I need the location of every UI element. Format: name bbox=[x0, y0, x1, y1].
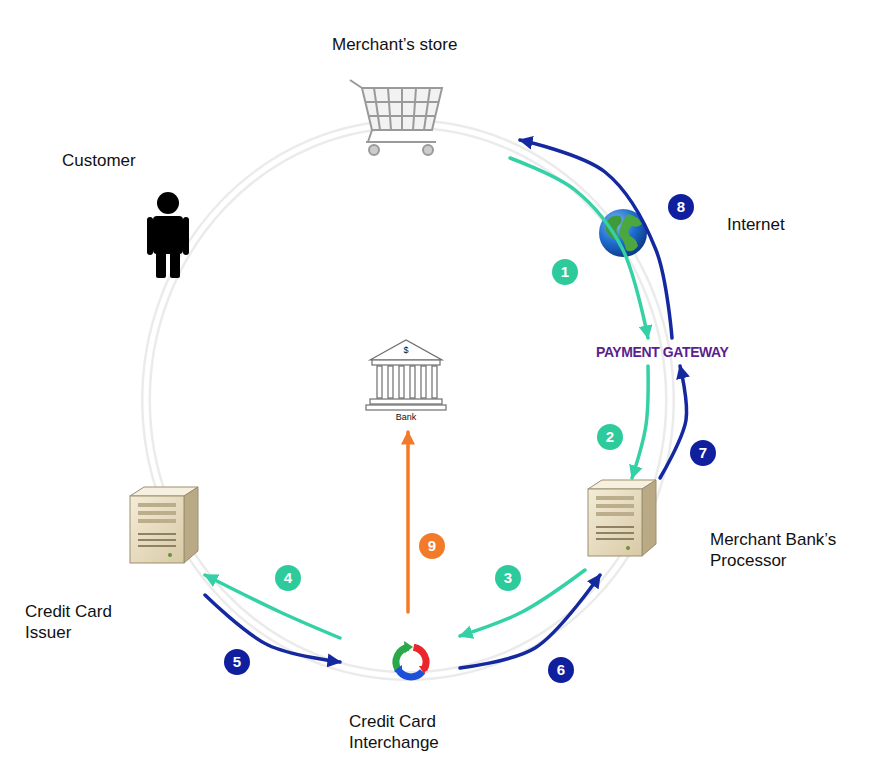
bank-step bbox=[370, 399, 442, 404]
globe-land bbox=[620, 214, 642, 251]
step-number: 9 bbox=[419, 533, 445, 559]
bank-step bbox=[366, 405, 446, 410]
bank-column bbox=[388, 366, 393, 398]
person-icon bbox=[147, 192, 189, 278]
gateway-node: PAYMENT GATEWAY bbox=[592, 338, 742, 366]
node-label: PAYMENT GATEWAY bbox=[596, 343, 742, 361]
interchange-icon bbox=[394, 641, 429, 677]
bank-column bbox=[377, 366, 382, 398]
node-label: Bank bbox=[386, 412, 426, 423]
cart-frame bbox=[366, 141, 436, 143]
bank-column bbox=[399, 366, 404, 398]
person-arm bbox=[147, 217, 153, 255]
cart-wheel bbox=[423, 145, 433, 155]
step-number: 5 bbox=[224, 649, 250, 675]
ring-track bbox=[146, 124, 670, 676]
flow-arrow bbox=[406, 432, 410, 612]
bank-beam bbox=[372, 360, 440, 365]
bank-node: $ Bank bbox=[365, 338, 447, 432]
bank-column bbox=[410, 366, 415, 398]
issuer-node: Credit Card Issuer bbox=[20, 480, 205, 645]
cart-basket bbox=[362, 88, 442, 130]
cycle-arc bbox=[400, 672, 423, 677]
cart-handle bbox=[350, 80, 362, 88]
server-icon bbox=[130, 487, 198, 563]
cycle-head bbox=[394, 665, 402, 677]
cycle-head bbox=[404, 641, 413, 653]
cart-frame bbox=[368, 130, 372, 142]
cart-wheel bbox=[369, 145, 379, 155]
globe-icon bbox=[599, 209, 647, 257]
step-number: 3 bbox=[495, 565, 521, 591]
cart-mesh bbox=[388, 88, 391, 130]
cycle-head bbox=[419, 666, 429, 674]
person-body bbox=[153, 216, 183, 254]
person-head bbox=[157, 192, 179, 214]
node-label: Internet bbox=[727, 214, 809, 235]
step-number: 4 bbox=[275, 565, 301, 591]
step-number: 8 bbox=[668, 194, 694, 220]
step-number: 2 bbox=[597, 424, 623, 450]
bank-icon bbox=[366, 340, 446, 410]
node-label: Credit Card Interchange bbox=[349, 711, 457, 753]
node-label: $ bbox=[399, 345, 413, 355]
person-arm bbox=[183, 217, 189, 255]
step-number: 7 bbox=[690, 440, 716, 466]
node-label: Customer bbox=[62, 150, 187, 171]
flow-arrow bbox=[460, 570, 585, 636]
flow-arrow bbox=[660, 366, 687, 478]
bank-column bbox=[421, 366, 426, 398]
cart-mesh bbox=[374, 88, 380, 130]
cart-icon bbox=[350, 80, 442, 155]
cart-mesh bbox=[368, 115, 436, 117]
store-node: Merchant’s store bbox=[325, 33, 520, 158]
step-number: 1 bbox=[552, 259, 578, 285]
bank-roof bbox=[370, 340, 442, 360]
flow-arrow bbox=[520, 140, 672, 338]
person-leg bbox=[170, 252, 180, 278]
globe-land bbox=[606, 216, 622, 240]
node-label: Merchant’s store bbox=[332, 34, 517, 55]
cart-mesh bbox=[424, 88, 430, 130]
interchange-node: Credit Card Interchange bbox=[340, 612, 460, 755]
bank-column bbox=[432, 366, 437, 398]
flow-arrow bbox=[632, 366, 648, 478]
person-leg bbox=[156, 252, 166, 278]
cart-mesh bbox=[401, 88, 403, 130]
cart-mesh bbox=[413, 88, 416, 130]
node-label: Credit Card Issuer bbox=[25, 601, 133, 643]
cart-mesh bbox=[365, 101, 439, 103]
ring-track bbox=[146, 124, 670, 676]
processor-node: Merchant Bank’s Processor bbox=[585, 478, 840, 575]
flow-arrow bbox=[460, 575, 600, 668]
node-label: Merchant Bank’s Processor bbox=[710, 529, 842, 571]
globe-sphere bbox=[599, 209, 647, 257]
server-icon bbox=[588, 480, 656, 556]
actor-node: Customer bbox=[55, 148, 195, 280]
flow-arrow bbox=[205, 575, 340, 638]
flow-arrow bbox=[510, 158, 648, 338]
flow-arrow bbox=[205, 595, 340, 662]
network-node: Internet bbox=[597, 205, 812, 260]
step-number: 6 bbox=[548, 657, 574, 683]
